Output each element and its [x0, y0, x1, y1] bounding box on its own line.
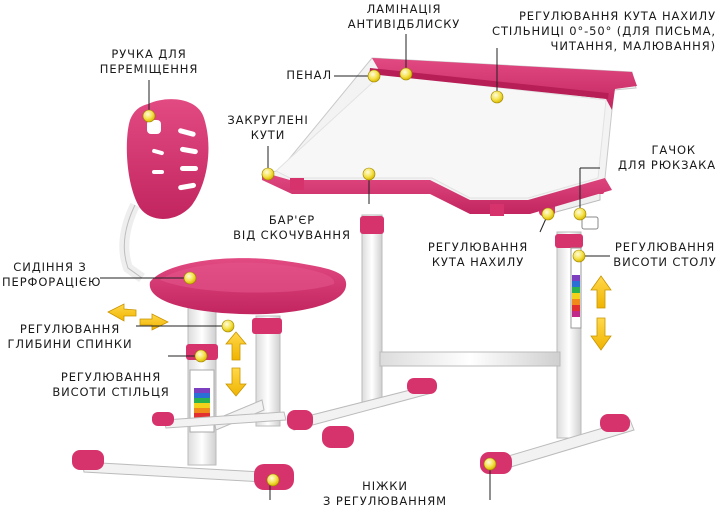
label-barrier-line1: БАР'ЄР [268, 213, 316, 227]
label-desk-height-line1: РЕГУЛЮВАННЯ [614, 240, 716, 254]
seat-top-highlight [160, 262, 335, 293]
backrest-perforation [152, 128, 198, 191]
label-handle: РУЧКА ДЛЯ ПЕРЕМІЩЕННЯ [94, 47, 204, 77]
label-lamination-line2: АНТИВІДБЛИСКУ [347, 17, 461, 31]
chair [72, 99, 347, 490]
height-scale-colors [572, 275, 580, 317]
desk-crossbar [379, 351, 561, 367]
label-rounded-corners-line1: ЗАКРУГЛЕНІ [227, 113, 309, 127]
backpack-hook [581, 216, 599, 230]
marker-legs-right [483, 457, 497, 471]
backrest-arm-outline [123, 204, 143, 279]
pencil-case-slot [369, 68, 609, 100]
label-pencil-case-line1: ПЕНАЛ [286, 68, 332, 82]
chair-height-arrow-down [225, 367, 247, 397]
direction-arrows [107, 275, 612, 397]
label-lamination-line1: ЛАМІНАЦІЯ [366, 2, 442, 16]
marker-chair-height [194, 349, 208, 363]
label-anti-slip-barrier: БАР'ЄР ВІД СКОЧУВАННЯ [228, 213, 356, 243]
label-handle-line2: ПЕРЕМІЩЕННЯ [99, 62, 199, 76]
desk-left-leg-clamp [360, 216, 384, 234]
marker-pencil-case [367, 69, 381, 83]
label-tilt-range-line2: СТІЛЬНИЦІ 0°-50° (ДЛЯ ПИСЬМА, [492, 24, 716, 38]
marker-perforated-seat [183, 271, 197, 285]
label-tilt-range: РЕГУЛЮВАННЯ КУТА НАХИЛУ СТІЛЬНИЦІ 0°-50°… [466, 9, 716, 54]
marker-lamination [399, 67, 413, 81]
label-rounded-corners-line2: КУТИ [250, 128, 286, 142]
label-tilt-adjust: РЕГУЛЮВАННЯ КУТА НАХИЛУ [422, 240, 534, 270]
label-barrier-line2: ВІД СКОЧУВАННЯ [233, 228, 351, 242]
label-lamination: ЛАМІНАЦІЯ АНТИВІДБЛИСКУ [340, 2, 468, 32]
label-tilt-range-line3: ЧИТАННЯ, МАЛЮВАННЯ) [550, 39, 716, 53]
desk-top-underside-bracket-2 [490, 204, 504, 216]
desk-top-underside-bracket [290, 178, 304, 190]
label-desk-height-line2: ВИСОТИ СТОЛУ [613, 255, 717, 269]
label-perforated-seat: СИДІННЯ З ПЕРФОРАЦІЄЮ [2, 260, 102, 290]
label-desk-height: РЕГУЛЮВАННЯ ВИСОТИ СТОЛУ [610, 240, 720, 270]
marker-backrest-depth [221, 319, 235, 333]
marker-hook [573, 207, 587, 221]
marker-tilt-adjust [541, 207, 555, 221]
label-legs-line1: НІЖКИ [362, 479, 408, 493]
desk-top-pink-front [262, 172, 612, 214]
desk-height-arrow-down [590, 317, 612, 351]
label-chair-height-line1: РЕГУЛЮВАННЯ [60, 370, 162, 384]
desk-left-leg [361, 214, 383, 406]
backrest [126, 99, 209, 219]
marker-rounded-corners [261, 167, 275, 181]
marker-barrier [362, 167, 376, 181]
chair-front-foot [81, 461, 265, 483]
marker-legs-left [266, 473, 280, 487]
marker-handle [142, 109, 156, 123]
chair-height-arrow-up [225, 331, 247, 361]
label-hook-line1: ГАЧОК [651, 143, 696, 157]
label-backrest-depth: РЕГУЛЮВАННЯ ГЛИБИНИ СПИНКИ [4, 322, 136, 352]
label-pencil-case: ПЕНАЛ [278, 68, 332, 83]
label-tilt-adjust-line1: РЕГУЛЮВАННЯ [427, 240, 529, 254]
desk-height-arrow-up [590, 275, 612, 309]
marker-tilt-range [490, 90, 504, 104]
desk-right-leg-clamp [555, 234, 583, 248]
chair-front-foot-cap-left [72, 450, 104, 470]
marker-desk-height [572, 249, 586, 263]
depth-arrow-left [107, 303, 137, 322]
label-legs-line2: З РЕГУЛЮВАННЯМ [323, 494, 447, 508]
label-backrest-depth-line1: РЕГУЛЮВАННЯ [19, 322, 121, 336]
label-legs: НІЖКИ З РЕГУЛЮВАННЯМ [312, 479, 458, 509]
backrest-arm [119, 202, 145, 283]
label-tilt-range-line1: РЕГУЛЮВАННЯ КУТА НАХИЛУ [518, 9, 716, 23]
label-rounded-corners: ЗАКРУГЛЕНІ КУТИ [222, 113, 314, 143]
desk-left-foot-cap-front [287, 410, 313, 430]
handle-slot [147, 120, 161, 134]
label-chair-height-line2: ВИСОТИ СТІЛЬЦЯ [52, 385, 170, 399]
depth-arrow-right [139, 313, 169, 331]
label-perforated-seat-line1: СИДІННЯ З [13, 260, 87, 274]
label-hook-line2: ДЛЯ РЮКЗАКА [618, 158, 716, 172]
label-hook: ГАЧОК ДЛЯ РЮКЗАКА [590, 143, 716, 173]
label-tilt-adjust-line2: КУТА НАХИЛУ [431, 255, 525, 269]
desk-left-foot-cap-back [407, 378, 437, 394]
callout-markers [142, 67, 587, 487]
desk-pink-foot-front-left [322, 426, 354, 448]
label-handle-line1: РУЧКА ДЛЯ [111, 47, 187, 61]
chair-rear-post-clamp [252, 318, 282, 334]
label-backrest-depth-line2: ГЛИБИНИ СПИНКИ [7, 337, 133, 351]
desk-top-white-surface [275, 73, 607, 199]
label-perforated-seat-line2: ПЕРФОРАЦІЄЮ [2, 275, 102, 289]
desk-right-foot-cap-back [600, 414, 630, 432]
chair-rear-foot-cap [152, 412, 174, 426]
label-chair-height: РЕГУЛЮВАННЯ ВИСОТИ СТІЛЬЦЯ [50, 370, 172, 400]
desk [260, 57, 637, 474]
